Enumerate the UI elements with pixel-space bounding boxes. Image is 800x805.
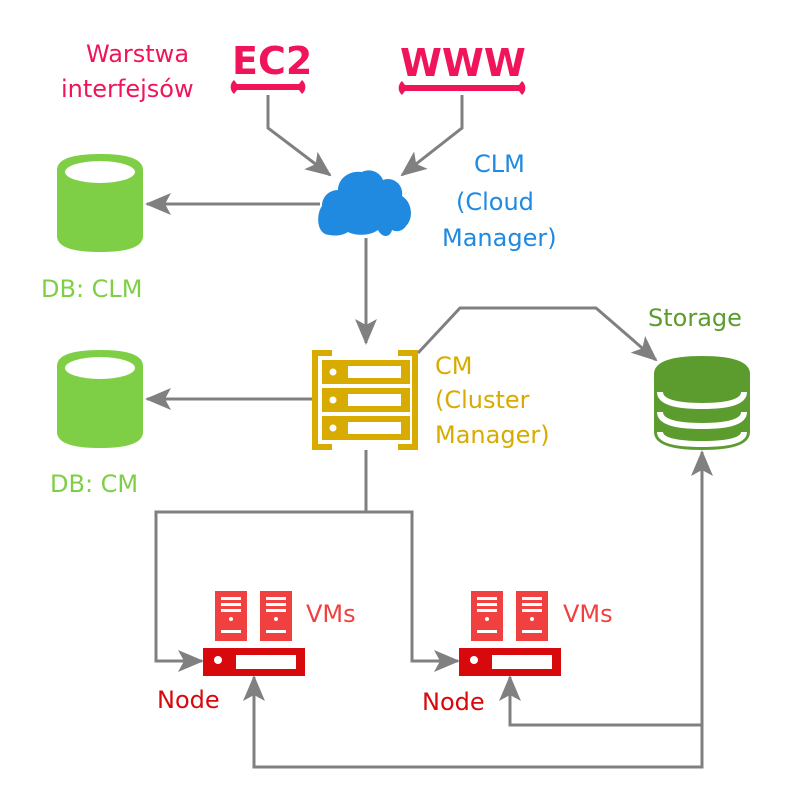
cm-label-line2: (Cluster — [435, 386, 530, 414]
connector-storage-to-node-2 — [499, 455, 704, 727]
storage-node[interactable]: Storage — [648, 304, 750, 450]
connector-cm-to-node-2 — [366, 510, 460, 672]
node-label: Node — [422, 688, 485, 716]
database-icon — [57, 154, 143, 252]
node-label: Node — [157, 686, 220, 714]
www-interface[interactable]: WWW — [398, 41, 526, 95]
db-cm[interactable]: DB: CM — [50, 350, 143, 498]
interface-layer-label-line2: interfejsów — [61, 75, 194, 103]
server-rack-icon — [312, 350, 418, 450]
clm-label-line1: CLM — [474, 150, 525, 178]
database-icon — [57, 350, 143, 448]
connector-cm-to-storage — [416, 306, 658, 362]
interface-layer: Warstwa interfejsów EC2 WWW — [61, 39, 526, 103]
connector-storage-to-node-1 — [243, 675, 704, 769]
db-cm-label: DB: CM — [50, 470, 138, 498]
vms-label: VMs — [306, 600, 356, 628]
clm-node[interactable]: CLM (Cloud Manager) — [318, 150, 557, 252]
cm-label-line1: CM — [435, 352, 472, 380]
connector-ec2-to-clm — [266, 95, 332, 177]
wrench-icon — [398, 81, 526, 95]
cm-label-line3: Manager) — [435, 421, 550, 449]
connector-www-to-clm — [400, 95, 464, 177]
vms-label: VMs — [563, 600, 613, 628]
vm-icon — [471, 591, 548, 641]
interface-layer-label-line1: Warstwa — [86, 40, 189, 68]
db-clm-label: DB: CLM — [41, 275, 143, 303]
ec2-api[interactable]: EC2 — [230, 39, 313, 94]
storage-label: Storage — [648, 304, 742, 332]
compute-node-1[interactable]: VMs Node — [157, 591, 356, 714]
cm-node[interactable]: CM (Cluster Manager) — [312, 350, 550, 450]
vm-icon — [215, 591, 292, 641]
ec2-label: EC2 — [232, 39, 312, 83]
db-clm[interactable]: DB: CLM — [41, 154, 143, 303]
clm-label-line3: Manager) — [442, 224, 557, 252]
www-label: WWW — [400, 41, 526, 85]
connector-cm-to-node-1 — [154, 450, 368, 672]
wrench-icon — [230, 80, 306, 94]
connectors — [145, 95, 713, 769]
node-server-icon — [203, 648, 305, 676]
node-server-icon — [459, 648, 561, 676]
compute-node-2[interactable]: VMs Node — [422, 591, 613, 716]
storage-stack-icon — [654, 356, 750, 450]
cloud-icon — [318, 170, 411, 236]
clm-label-line2: (Cloud — [456, 188, 534, 216]
